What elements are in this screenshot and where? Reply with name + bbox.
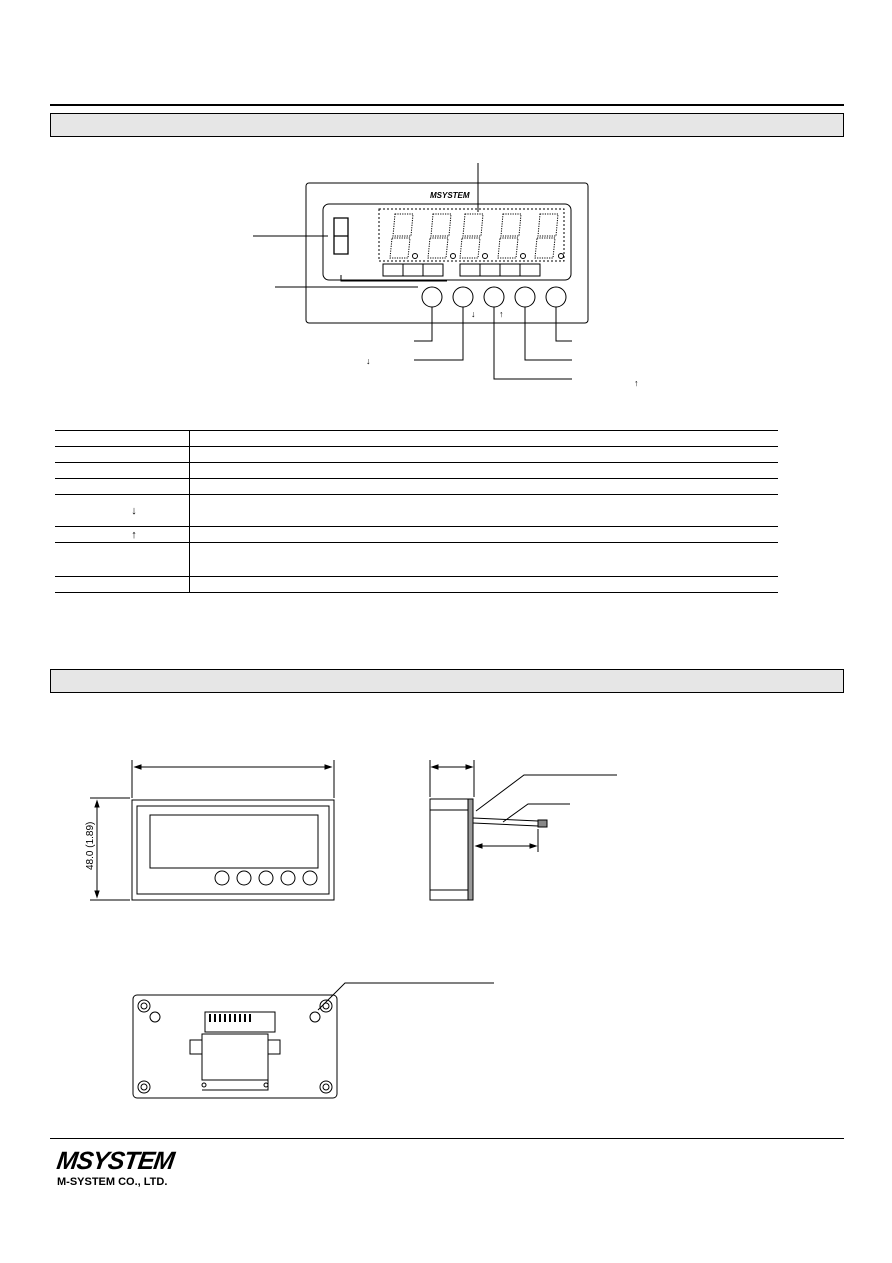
front-height-dimension <box>90 797 130 901</box>
button-up <box>483 286 505 308</box>
side-view-flange <box>467 798 474 901</box>
digit-row-top <box>392 213 559 237</box>
table-row <box>55 462 778 479</box>
section-header-front-panel <box>50 113 844 137</box>
rear-view <box>132 982 494 1099</box>
callout-down-arrow: ↓ <box>366 356 371 366</box>
panel-brand: MSYSTEM <box>430 191 470 200</box>
table-row <box>55 478 778 495</box>
status-digit <box>333 217 349 255</box>
front-width-dimension <box>131 760 335 798</box>
top-rule <box>50 104 844 106</box>
side-view <box>429 798 548 901</box>
panel-buttons <box>421 286 567 308</box>
front-view <box>131 799 335 901</box>
company-name: M-SYSTEM CO., LTD. <box>57 1176 168 1188</box>
button-down <box>452 286 474 308</box>
front-view-outline <box>131 799 335 901</box>
table-row: ↑ <box>55 526 778 543</box>
height-dimension-label: 48.0 (1.89) <box>85 822 96 870</box>
footer-logo: MSYSTEM M-SYSTEM CO., LTD. <box>55 1147 176 1188</box>
button-4 <box>514 286 536 308</box>
panel-bezel <box>305 182 589 324</box>
decimal-points <box>412 253 564 259</box>
display-window <box>322 203 572 281</box>
side-dimensions <box>429 760 617 852</box>
table-row <box>55 446 778 463</box>
button-5 <box>545 286 567 308</box>
company-logo: MSYSTEM <box>55 1147 176 1175</box>
seven-seg-digits <box>389 213 559 259</box>
indicator-boxes <box>382 263 541 277</box>
leader-lines <box>253 163 572 380</box>
section-header-dimensions <box>50 669 844 693</box>
rear-view-outline <box>132 994 338 1099</box>
indicator-bracket <box>340 275 447 282</box>
table-row <box>55 576 778 593</box>
front-panel-diagram: MSYSTEM <box>253 163 639 388</box>
table-row <box>55 430 778 447</box>
main-display-area <box>378 208 565 262</box>
footer-rule <box>50 1138 844 1139</box>
table-row: ↓ <box>55 494 778 527</box>
callout-up-arrow: ↑ <box>634 378 639 388</box>
key-function-table: ↓ ↑ <box>55 430 778 593</box>
front-view-window <box>149 814 319 869</box>
up-arrow-label: ↑ <box>499 309 504 319</box>
key-up-label: ↑ <box>79 526 190 543</box>
down-arrow-label: ↓ <box>471 309 476 319</box>
key-down-label: ↓ <box>79 494 190 527</box>
table-row <box>55 542 778 577</box>
side-view-body <box>429 798 469 901</box>
digit-row-bottom <box>389 237 556 259</box>
button-1 <box>421 286 443 308</box>
